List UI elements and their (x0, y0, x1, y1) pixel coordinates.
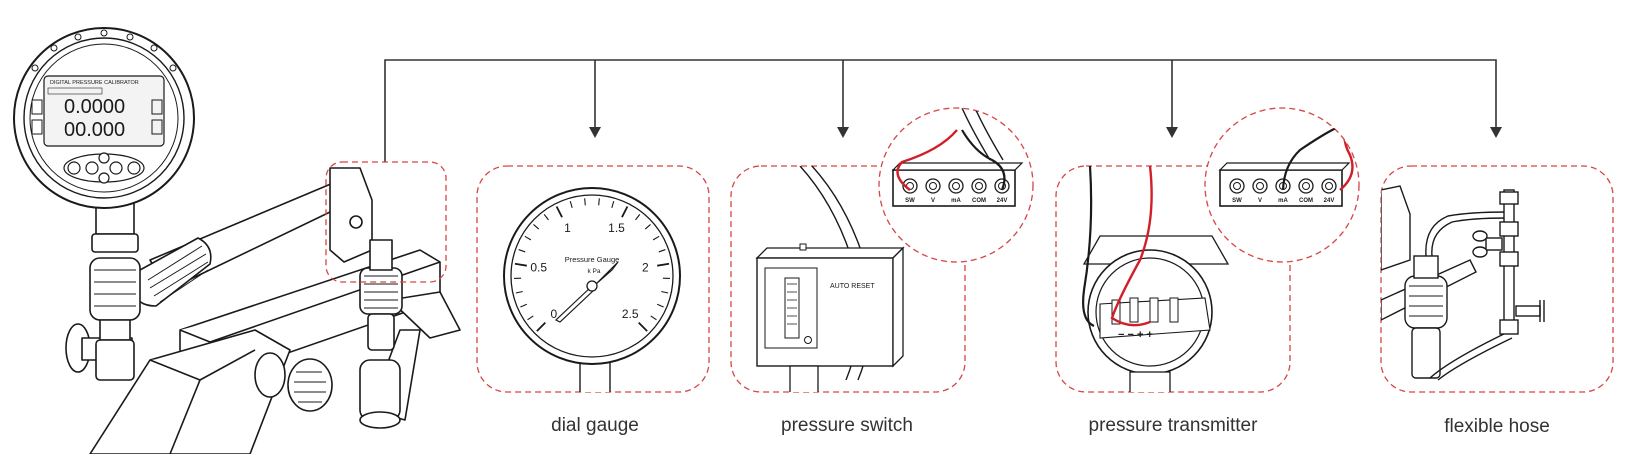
gauge-minor-tick (635, 214, 641, 221)
transmitter-wire-red (1110, 166, 1153, 327)
terminal-label: mA (951, 198, 961, 204)
transmitter-polarity: − − + + (1118, 329, 1153, 341)
gauge-major-tick (555, 206, 563, 218)
gauge-tick-label: 0.5 (530, 261, 547, 275)
calibrator-readout-bottom: 00.000 (64, 119, 125, 141)
terminal-label: mA (1278, 198, 1288, 204)
terminal-screw (975, 182, 983, 190)
pump-port-highlight-frame (325, 161, 447, 283)
gauge-minor-tick (656, 303, 664, 308)
gauge-major-tick (514, 262, 527, 267)
gauge-tick-labels: 0 0.5 1 1.5 2 2.5 (530, 221, 649, 321)
gauge-tick-label: 0 (550, 307, 557, 321)
gauge-minor-tick (518, 249, 526, 253)
calibrator-readout-top: 0.0000 (64, 96, 125, 118)
arrow-to-pressure-switch (837, 127, 849, 138)
gauge-minor-tick (611, 200, 615, 208)
terminal-screw (1325, 182, 1333, 190)
gauge-minor-tick (527, 315, 534, 321)
gauge-tick-label: 1 (564, 221, 571, 235)
gauge-minor-tick (650, 315, 657, 321)
terminal-screw (1233, 182, 1241, 190)
terminal-label: SW (1232, 198, 1242, 204)
gauge-major-tick (621, 206, 629, 218)
gauge-major-tick (657, 262, 670, 267)
gauge-minor-tick (543, 214, 549, 221)
gauge-tick-label: 1.5 (608, 221, 625, 235)
digital-pressure-calibrator: DIGITAL PRESSURE CALIBRATOR 0.0000 00.00… (13, 27, 195, 209)
terminal-label: V (1258, 198, 1262, 204)
gauge-tick-marks (514, 198, 670, 332)
calibrator-keypad (63, 152, 145, 184)
switch-wire-black (961, 129, 1006, 191)
gauge-title: Pressure Gauge (565, 255, 620, 264)
flexible-hose-panel (1380, 165, 1614, 393)
terminal-label: 24V (997, 198, 1008, 204)
pressure-pump-illustration (65, 167, 461, 454)
gauge-major-tick (638, 322, 648, 332)
terminal-screw (1302, 182, 1310, 190)
pump-handle-grip (133, 237, 212, 307)
gauge-minor-tick (569, 200, 573, 208)
terminal-label: COM (972, 198, 986, 204)
gauge-minor-tick (533, 224, 540, 230)
gauge-tick-label: 2.5 (622, 307, 639, 321)
gauge-minor-tick (520, 303, 528, 308)
switch-wire-red (896, 129, 958, 191)
terminal-screw (1256, 182, 1264, 190)
transmitter-zoom-wire-black (1281, 127, 1337, 191)
caption-flexible-hose: flexible hose (1444, 416, 1550, 437)
gauge-major-tick (536, 322, 546, 332)
terminal-label: 24V (1324, 198, 1335, 204)
arrowheads (589, 127, 1502, 138)
gauge-minor-tick (524, 235, 532, 241)
dial-gauge-panel: 0 0.5 1 1.5 2 2.5 Pressure Gauge k Pa (476, 165, 710, 393)
gauge-minor-tick (658, 249, 666, 253)
gauge-minor-tick (584, 198, 586, 206)
terminal-label: COM (1299, 198, 1313, 204)
gauge-tick-label: 2 (642, 261, 649, 275)
caption-dial-gauge: dial gauge (551, 415, 639, 436)
terminal-label: SW (905, 198, 915, 204)
arrow-to-pressure-transmitter (1166, 127, 1178, 138)
caption-pressure-switch: pressure switch (781, 415, 913, 436)
gauge-minor-tick (515, 290, 523, 294)
terminal-screw (952, 182, 960, 190)
caption-pressure-transmitter: pressure transmitter (1088, 415, 1258, 436)
transmitter-wire-black (1082, 166, 1095, 328)
terminal-screw (929, 182, 937, 190)
pressure-switch-label: AUTO RESET (830, 283, 875, 290)
gauge-unit: k Pa (587, 268, 600, 275)
gauge-minor-tick (644, 224, 651, 230)
arrow-to-flexible-hose (1490, 127, 1502, 138)
arrow-to-dial-gauge (589, 127, 601, 138)
calibrator-header-text: DIGITAL PRESSURE CALIBRATOR (50, 80, 139, 86)
gauge-minor-tick (652, 235, 660, 241)
terminal-label: V (931, 198, 935, 204)
gauge-minor-tick (598, 198, 600, 206)
gauge-minor-tick (661, 290, 669, 294)
distribution-lines (384, 59, 1497, 162)
